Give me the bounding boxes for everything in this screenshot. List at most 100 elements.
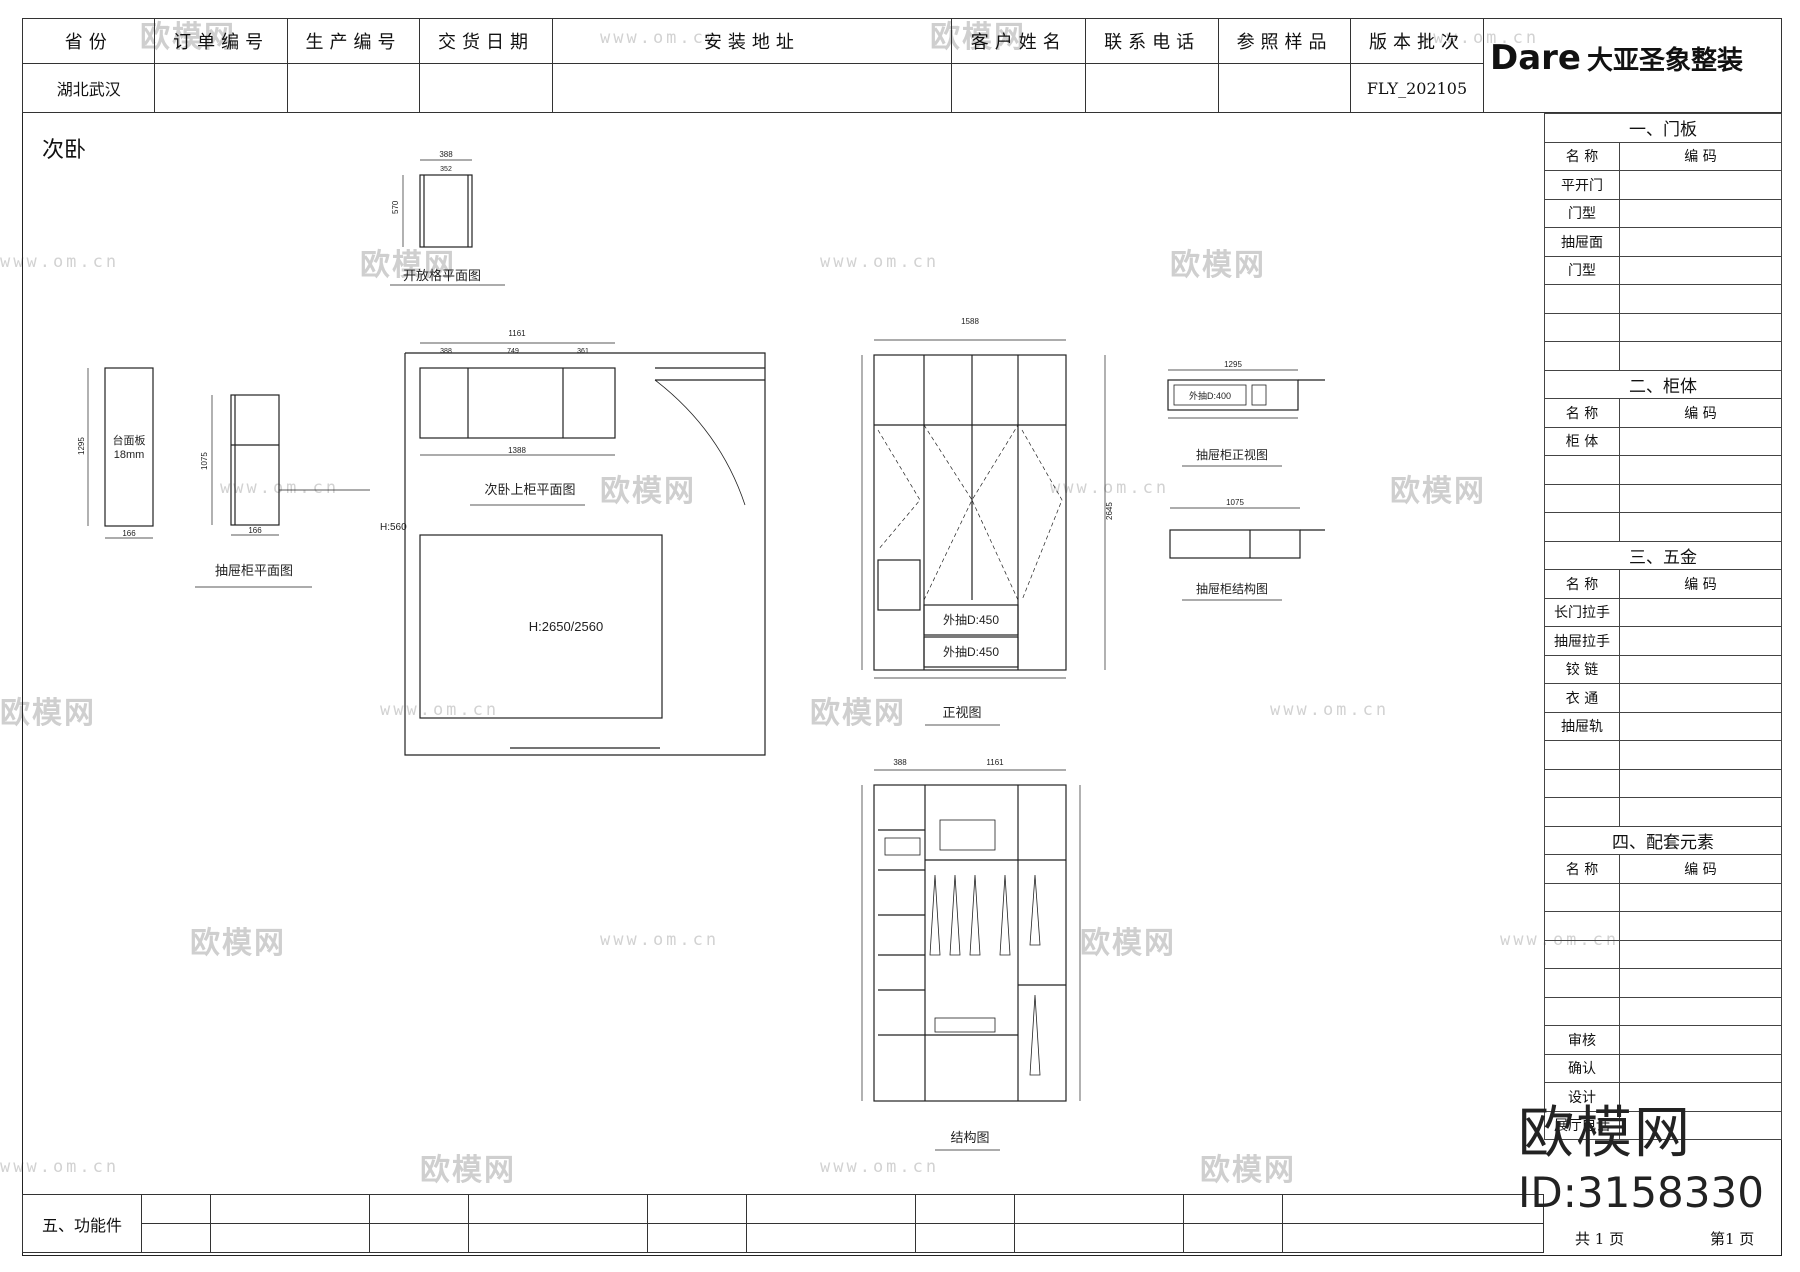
header-val-address <box>551 63 953 113</box>
sidebar-name-label: 名 称 <box>1544 398 1620 428</box>
label-drawer-d400: 外抽D:400 <box>1189 390 1231 401</box>
footer-table: 五、功能件 <box>22 1194 1544 1253</box>
header-val-phone <box>1085 63 1219 113</box>
svg-text:1075: 1075 <box>200 452 209 470</box>
watermark-text: 欧模网 <box>420 1153 516 1188</box>
header-col-delivery-date: 交货日期 <box>419 18 553 64</box>
label-upper-cabinet-plan: 次卧上柜平面图 <box>484 482 575 497</box>
watermark-text: 欧模网 <box>1170 248 1266 283</box>
label-open-shelf-plan: 开放格平面图 <box>403 268 481 283</box>
header-val-delivery-date <box>419 63 553 113</box>
label-drawer-plan: 抽屉柜平面图 <box>215 563 293 578</box>
drawer-structure-view: 1075 抽屉柜结构图 <box>1169 498 1325 601</box>
svg-text:166: 166 <box>248 526 262 535</box>
label-front-view: 正视图 <box>942 705 981 720</box>
watermark-text: 欧模网 <box>190 926 286 961</box>
drawer-cabinet-plan: 166 1075 抽屉柜平面图 <box>195 394 370 588</box>
watermark-text: 欧模网 <box>600 474 696 509</box>
svg-text:361: 361 <box>577 348 589 355</box>
svg-text:1161: 1161 <box>508 329 526 338</box>
watermark-url: www.om.cn <box>0 1157 120 1177</box>
label-drawer-front: 抽屉柜正视图 <box>1196 447 1268 462</box>
label-countertop-thickness: 18mm <box>114 449 145 461</box>
header-val-version: FLY_202105 <box>1350 63 1484 113</box>
open-shelf-plan: 388 352 570 开放格平面图 <box>390 150 505 286</box>
header-val-customer <box>950 63 1087 113</box>
watermark-url: www.om.cn <box>1270 700 1390 720</box>
sidebar-code-label: 编 码 <box>1619 398 1782 428</box>
svg-text:1075: 1075 <box>1226 498 1244 507</box>
svg-text:1588: 1588 <box>961 317 979 326</box>
label-drawer-structure: 抽屉柜结构图 <box>1196 581 1268 596</box>
watermark-text: 欧模网 <box>1080 926 1176 961</box>
drawer-front-view: 1295 外抽D:400 抽屉柜正视图 <box>1167 360 1325 467</box>
watermark-text: 欧模网 <box>1200 1153 1296 1188</box>
label-drawer-d450: 外抽D:450 <box>943 613 999 627</box>
svg-text:1295: 1295 <box>77 437 86 455</box>
svg-text:1295: 1295 <box>1224 360 1242 369</box>
watermark-id: ID:3158330 <box>1518 1168 1764 1217</box>
material-sidebar: 一、门板 名 称编 码 平开门 门型 抽屉面 门型 二、柜体 名 称编 码 柜 … <box>1544 113 1782 1140</box>
header-col-province: 省份 <box>21 18 156 64</box>
sidebar-item: 衣 通 <box>1544 683 1620 713</box>
page-title: 次卧 <box>42 138 87 163</box>
label-room-height: H:2650/2560 <box>529 619 603 634</box>
watermark-text: 欧模网 <box>1390 474 1486 509</box>
header-col-sample: 参照样品 <box>1217 18 1352 64</box>
sidebar-item: 柜 体 <box>1544 426 1620 456</box>
watermark-text: 欧模网 <box>360 248 456 283</box>
label-structure-view: 结构图 <box>950 1130 989 1145</box>
header-val-sample <box>1217 63 1352 113</box>
sidebar-section-door: 一、门板 <box>1544 113 1782 143</box>
watermark-url: www.om.cn <box>220 478 340 498</box>
wardrobe-front-view: 1588 2645 外抽D:450 外抽D:450 正视图 <box>861 317 1114 726</box>
sidebar-name-label: 名 称 <box>1544 854 1620 884</box>
watermark-logo-text: 欧模网 <box>1518 1101 1692 1166</box>
svg-text:388: 388 <box>439 150 453 159</box>
svg-text:570: 570 <box>391 200 400 214</box>
watermark-url: www.om.cn <box>380 700 500 720</box>
header-col-customer: 客户姓名 <box>950 18 1087 64</box>
logo-cn: 大亚圣象整装 <box>1587 46 1744 76</box>
label-countertop: 台面板 <box>113 433 146 447</box>
header-val-province: 湖北武汉 <box>21 63 156 113</box>
header-col-phone: 联系电话 <box>1085 18 1219 64</box>
sidebar-item: 抽屉面 <box>1544 227 1620 257</box>
sidebar-bottom-item: 确认 <box>1544 1053 1620 1083</box>
header-val-production-no <box>286 63 421 113</box>
svg-text:352: 352 <box>440 166 452 173</box>
watermark-url: www.om.cn <box>600 930 720 950</box>
watermark-url: www.om.cn <box>1050 478 1170 498</box>
header-col-version: 版本批次 <box>1350 18 1484 64</box>
header-val-order-no <box>154 63 288 113</box>
watermark-text: 欧模网 <box>810 696 906 731</box>
watermark-url: www.om.cn <box>0 252 120 272</box>
svg-text:2645: 2645 <box>1105 502 1114 520</box>
page-number: 第1 页 <box>1710 1230 1755 1248</box>
logo-brand: Dare <box>1490 38 1581 78</box>
title-block: 省份 订单编号 生产编号 交货日期 安装地址 客户姓名 联系电话 参照样品 版本… <box>21 18 1783 113</box>
svg-text:388: 388 <box>440 348 452 355</box>
sidebar-name-label: 名 称 <box>1544 141 1620 171</box>
watermark-url: www.om.cn <box>820 1157 940 1177</box>
room-upper-cabinet-plan: 1161 1388 388 749 361 H:560 H:2650/2560 … <box>380 329 766 756</box>
footer-label: 五、功能件 <box>22 1194 142 1253</box>
sidebar-bottom-item: 展厅电话 <box>1544 1110 1620 1140</box>
label-drawer-d450: 外抽D:450 <box>943 645 999 659</box>
svg-text:388: 388 <box>893 758 907 767</box>
svg-text:166: 166 <box>122 529 136 538</box>
watermark-url: www.om.cn <box>820 252 940 272</box>
sidebar-section-accessories: 四、配套元素 <box>1544 825 1782 855</box>
logo-cell <box>1482 18 1783 113</box>
page-total: 共 1 页 <box>1575 1230 1625 1248</box>
svg-text:749: 749 <box>507 348 519 355</box>
svg-text:1161: 1161 <box>986 758 1004 767</box>
countertop-section: 1295 166 台面板 18mm <box>77 367 154 539</box>
sidebar-code-label: 编 码 <box>1619 854 1782 884</box>
watermark-text: 欧模网 <box>0 696 96 731</box>
svg-text:1388: 1388 <box>508 446 526 455</box>
header-col-address: 安装地址 <box>551 18 953 64</box>
label-h560: H:560 <box>380 522 407 533</box>
